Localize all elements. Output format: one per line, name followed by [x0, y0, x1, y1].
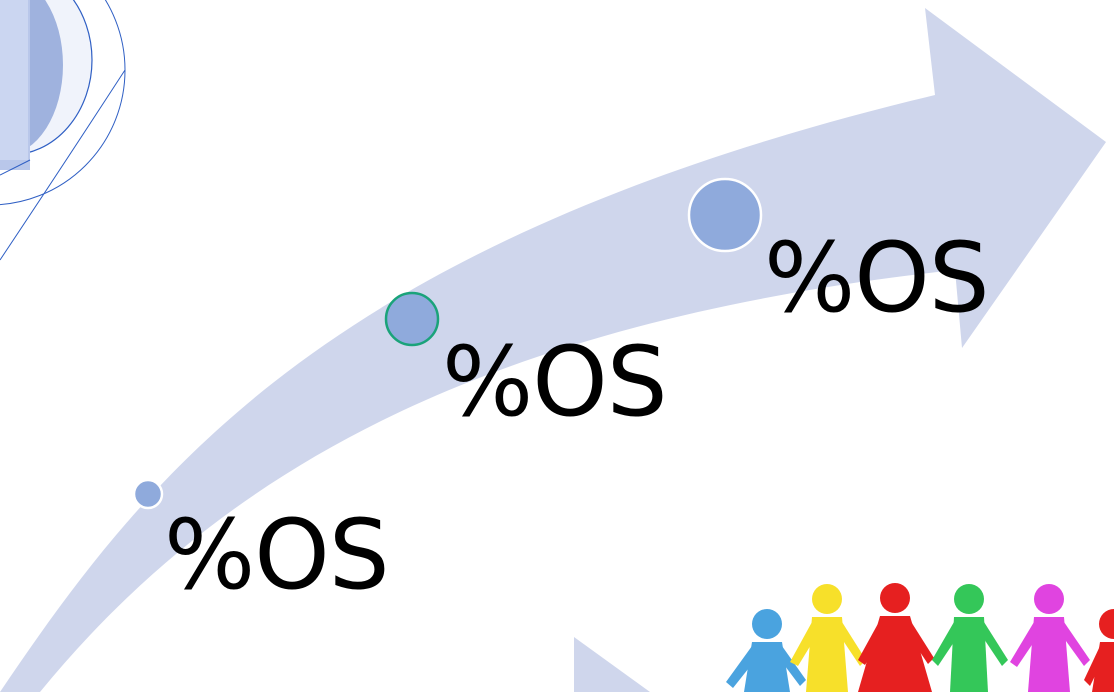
- stage-marker-2: [384, 291, 440, 347]
- stage-label-1: %OS: [164, 499, 390, 611]
- stage-marker-3: [687, 177, 763, 253]
- stage-label-2: %OS: [442, 326, 668, 438]
- corner-decoration-icon: [0, 0, 126, 261]
- stage-label-3: %OS: [764, 222, 990, 334]
- curved-arrow-shape: [0, 8, 1106, 692]
- people-holding-hands-icon: [655, 545, 1114, 692]
- stage-marker-1: [132, 478, 164, 510]
- bottom-arrow-shape: [574, 637, 650, 692]
